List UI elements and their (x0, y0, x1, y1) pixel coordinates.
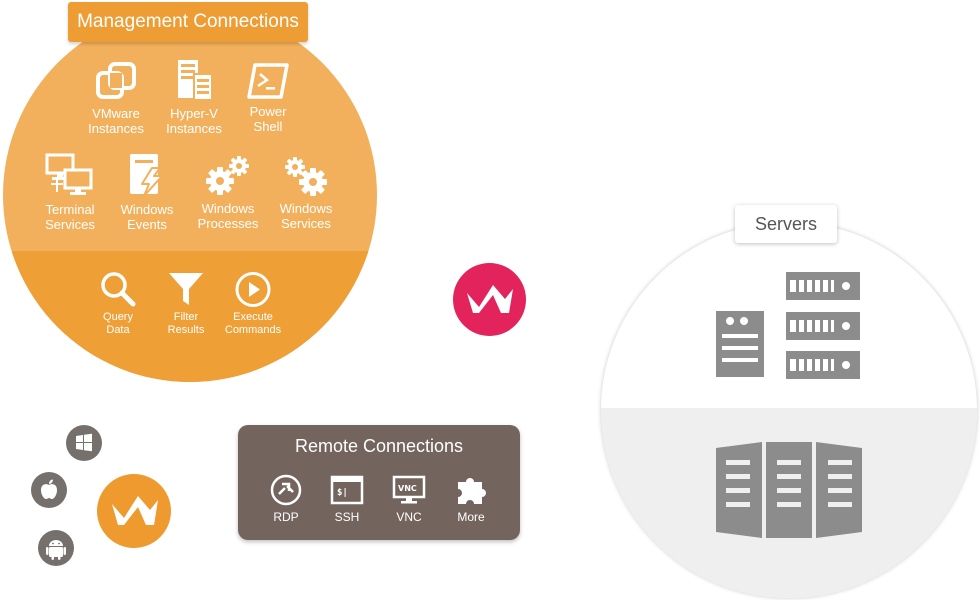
execute-commands-item[interactable]: Execute Commands (207, 271, 299, 337)
windows-services-label: Windows Services (279, 201, 333, 231)
ssh-glyph: $| (337, 488, 348, 498)
powershell-label: Power Shell (249, 104, 287, 134)
windows-processes-item[interactable]: Windows Processes (182, 153, 274, 231)
crown-logo-icon (112, 496, 158, 525)
apple-icon (41, 479, 57, 499)
windows-services-item[interactable]: Windows Services (260, 153, 352, 231)
puzzle-icon (458, 478, 486, 504)
crown-logo-icon (467, 285, 513, 313)
gears-icon (206, 156, 249, 195)
filter-icon (169, 273, 203, 305)
vmware-icon (96, 62, 136, 99)
query-data-item[interactable]: Query Data (72, 270, 164, 337)
hyperv-instances-label: Hyper-V Instances (166, 106, 222, 136)
terminal-services-item[interactable]: Terminal Services (24, 152, 116, 232)
storage-array-icon (716, 442, 862, 538)
powershell-item[interactable]: Power Shell (222, 62, 314, 134)
apple-platform (31, 472, 67, 508)
servers-title: Servers (735, 205, 837, 243)
ssh-label[interactable]: SSH (334, 510, 360, 524)
ssh-icon: $| (330, 475, 364, 505)
vnc-icon: VNC (392, 475, 426, 504)
filter-results-label: Filter Results (167, 311, 205, 336)
hyperv-instances-item[interactable]: Hyper-V Instances (148, 58, 240, 136)
management-connections-title: Management Connections (68, 2, 308, 42)
server-rack-icon (716, 272, 860, 379)
management-actions-band (3, 251, 377, 382)
android-icon (46, 540, 66, 560)
play-icon (235, 272, 271, 307)
more-label[interactable]: More (457, 510, 485, 524)
vnc-item[interactable]: VNC VNC (378, 474, 440, 524)
vnc-label[interactable]: VNC (396, 510, 422, 524)
windows-events-icon (130, 154, 163, 197)
rdp-label[interactable]: RDP (273, 510, 299, 524)
windows-events-item[interactable]: Windows Events (101, 152, 193, 232)
android-platform (38, 530, 74, 566)
center-crown-logo (453, 263, 526, 336)
search-icon (101, 272, 136, 307)
windows-events-label: Windows Events (120, 202, 174, 232)
gears-icon (285, 157, 327, 196)
rdp-icon (270, 474, 302, 506)
powershell-icon (247, 63, 289, 99)
windows-processes-label: Windows Processes (197, 201, 259, 231)
windows-icon (76, 433, 92, 452)
ssh-item[interactable]: $| SSH (316, 474, 378, 524)
rdp-item[interactable]: RDP (255, 474, 317, 524)
query-data-label: Query Data (103, 311, 133, 336)
windows-platform (66, 425, 102, 461)
terminal-services-icon (45, 153, 93, 195)
remote-connections-title: Remote Connections (294, 436, 464, 456)
client-crown-logo (97, 474, 171, 548)
execute-commands-label: Execute Commands (224, 311, 282, 336)
hyperv-icon (178, 60, 213, 101)
remote-connections-panel: Remote Connections RDP $| SSH VNC VNC Mo… (238, 425, 520, 540)
terminal-services-label: Terminal Services (45, 202, 95, 232)
vmware-instances-item[interactable]: VMware Instances (70, 60, 162, 136)
filter-results-item[interactable]: Filter Results (140, 271, 232, 337)
vmware-instances-label: VMware Instances (88, 106, 144, 136)
vnc-glyph: VNC (398, 484, 417, 493)
more-item[interactable]: More (440, 474, 502, 524)
